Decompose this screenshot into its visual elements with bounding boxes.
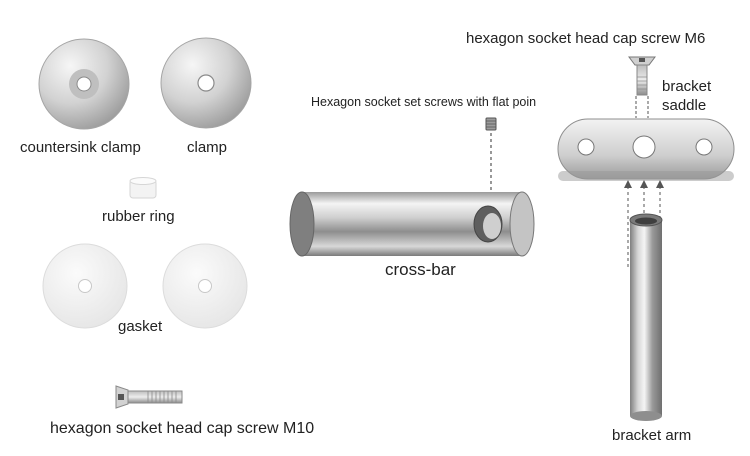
bracket-arm-label: bracket arm	[612, 427, 692, 444]
screw-m6-label: hexagon socket head cap screw M6	[466, 30, 706, 47]
bracket-saddle-image	[556, 115, 736, 185]
cross-bar-image	[288, 188, 536, 260]
countersink-clamp-label: countersink clamp	[20, 139, 141, 156]
gasket-right-image	[162, 243, 248, 329]
rubber-ring-label: rubber ring	[102, 208, 175, 225]
bracket-saddle-label-line1: bracket	[662, 78, 712, 95]
rubber-ring-image	[128, 176, 158, 202]
set-screw-guide-line	[489, 133, 493, 193]
set-screw-image	[484, 117, 498, 131]
cross-bar-label: cross-bar	[385, 260, 456, 279]
screw-m6-guide-lines	[630, 96, 654, 118]
screw-m10-label: hexagon socket head cap screw M10	[50, 420, 315, 437]
clamp-label: clamp	[187, 139, 228, 156]
bracket-arm-image	[626, 212, 666, 424]
screw-m10-image	[114, 384, 184, 410]
countersink-clamp-image	[38, 38, 130, 130]
gasket-left-image	[42, 243, 128, 329]
clamp-image	[160, 37, 252, 129]
set-screw-label: Hexagon socket set screws with flat poin	[311, 95, 537, 109]
bracket-saddle-label-line2: saddle	[662, 97, 707, 114]
screw-m6-image	[627, 55, 657, 97]
gasket-label: gasket	[118, 318, 163, 335]
